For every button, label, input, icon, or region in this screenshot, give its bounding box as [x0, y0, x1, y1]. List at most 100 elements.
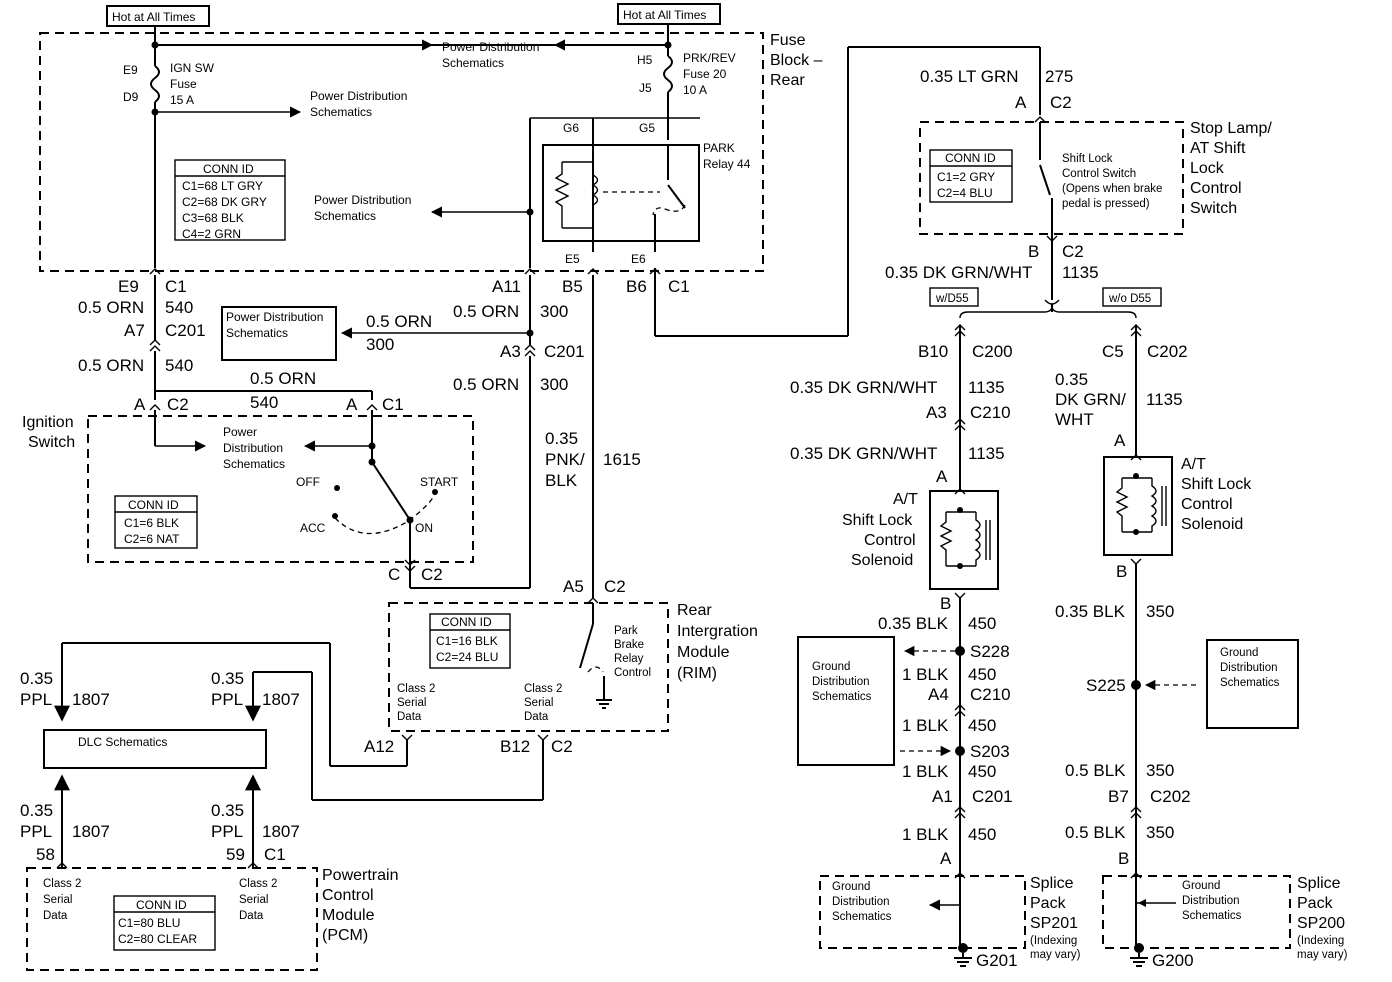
ign-pin-a2: A — [346, 395, 358, 414]
rim-conn-2: C2=24 BLU — [436, 650, 498, 664]
left-gds-2: Distribution — [812, 676, 870, 688]
ign-title-1: Ignition — [22, 414, 74, 431]
left-blk-3: 1 BLK — [902, 762, 949, 781]
splice-pack-sp200-box — [1102, 875, 1291, 949]
left-conn-c210: C210 — [970, 403, 1011, 422]
sp200-title-2: Pack — [1297, 895, 1334, 912]
left-w450-num-5: 450 — [968, 825, 996, 844]
pcm-title-2: Control — [322, 887, 374, 904]
pcm-conn-c1: C1 — [264, 845, 286, 864]
splice-s228 — [955, 646, 965, 656]
pcm-title-3: Module — [322, 907, 375, 924]
sp201-gds-1: Ground — [832, 881, 870, 893]
stop-conn-title: CONN ID — [945, 151, 996, 165]
pcm-pin-58: 58 — [36, 845, 55, 864]
pcm-cs-a1: Class 2 — [43, 878, 81, 890]
ign-pos-off: OFF — [296, 475, 320, 489]
stop-pin-a: A — [1015, 93, 1027, 112]
rim-title-1: Rear — [677, 602, 712, 619]
rim-conn-id — [429, 613, 511, 669]
sp200-title-3: SP200 — [1297, 915, 1345, 932]
right-sol-4: Solenoid — [1181, 516, 1243, 533]
conn-c201: C201 — [165, 321, 206, 340]
dlc-schematics-box — [43, 729, 267, 769]
stop-switch-4: pedal is pressed) — [1062, 198, 1150, 210]
pin-c1: C1 — [165, 277, 187, 296]
fb-conn-c1: C1=68 LT GRY — [182, 179, 263, 193]
ign-pos-start: START — [420, 475, 459, 489]
dlc-w2-num: 1807 — [262, 690, 300, 709]
wire-1615-g2: PNK/ — [545, 450, 585, 469]
right-solenoid-resistor — [1115, 478, 1129, 532]
opt-wd55-box — [929, 287, 979, 307]
rim-title-3: Module — [677, 644, 730, 661]
ign-sw-fuse-word: Fuse — [170, 77, 197, 91]
ign-conn-2: C2=6 NAT — [124, 532, 180, 546]
fuse-block-title-2: Block – — [770, 52, 823, 69]
rim-conn-c2: C2 — [604, 577, 626, 596]
ign-pd-1: Power — [223, 425, 257, 439]
rim-pb-3: Relay — [614, 653, 644, 665]
ign-pos-on: ON — [415, 521, 433, 535]
wire-300-num-2: 300 — [540, 375, 568, 394]
wire-275-gauge: 0.35 LT GRN — [920, 67, 1019, 86]
stop-conn-2: C2=4 BLU — [937, 186, 993, 200]
rim-cs-a2: Serial — [397, 697, 426, 709]
fuse-pin-j5: J5 — [639, 81, 652, 95]
prk-rev-fuse-amps: 10 A — [683, 83, 707, 97]
stop-title-4: Control — [1190, 180, 1242, 197]
left-pin-b: B — [940, 594, 951, 613]
left-conn-c200: C200 — [972, 342, 1013, 361]
wire-300-num-horiz: 300 — [366, 335, 394, 354]
left-conn-c201: C201 — [972, 787, 1013, 806]
fuse-block-conn-id — [174, 159, 286, 241]
stop-lamp-switch-box — [919, 121, 1184, 235]
left-w450-gauge: 0.35 BLK — [878, 614, 949, 633]
right-gds-3: Schematics — [1220, 677, 1280, 689]
left-w1135-num: 1135 — [968, 378, 1005, 397]
stop-title-2: AT Shift — [1190, 140, 1246, 157]
pcm-conn-1: C1=80 BLU — [118, 916, 180, 930]
rim-cs-a1: Class 2 — [397, 683, 435, 695]
left-pin-a4: A4 — [928, 685, 949, 704]
rim-pb-2: Brake — [614, 639, 644, 651]
wire-540-num-2: 540 — [165, 356, 193, 375]
fb-conn-title: CONN ID — [203, 162, 254, 176]
right-gds-1: Ground — [1220, 647, 1258, 659]
sp200-title-5: may vary) — [1297, 949, 1348, 961]
wire-1615-g3: BLK — [545, 471, 578, 490]
right-w350-gauge: 0.35 BLK — [1055, 602, 1126, 621]
pcm-w2-num: 1807 — [262, 822, 300, 841]
left-sol-4: Solenoid — [851, 552, 913, 569]
left-gds-1: Ground — [812, 661, 850, 673]
splice-s203 — [955, 746, 965, 756]
wire-300-gauge: 0.5 ORN — [453, 302, 519, 321]
shift-lock-switch-contact — [1039, 164, 1051, 196]
rim-pin-a5: A5 — [563, 577, 584, 596]
ign-conn-id — [114, 495, 198, 549]
right-w-g2: DK GRN/ — [1055, 390, 1126, 409]
pds-label-relay-2: Schematics — [314, 209, 376, 223]
sp200-title-4: (Indexing — [1297, 935, 1344, 947]
left-pin-a-2: A — [940, 849, 952, 868]
wire-300-gauge-horiz: 0.5 ORN — [366, 312, 432, 331]
ign-pd-2: Distribution — [223, 441, 283, 455]
stop-title-5: Switch — [1190, 200, 1237, 217]
left-s203: S203 — [970, 742, 1010, 761]
ground-g200: G200 — [1152, 951, 1194, 970]
stop-switch-2: Control Switch — [1062, 168, 1136, 180]
relay-number: Relay 44 — [703, 157, 751, 171]
prk-rev-fuse-num: Fuse 20 — [683, 67, 727, 81]
pcm-conn-title: CONN ID — [136, 898, 187, 912]
pcm-w2-ppl: PPL — [211, 822, 243, 841]
left-solenoid-coil — [974, 512, 981, 566]
prk-rev-fuse-name: PRK/REV — [683, 51, 736, 65]
ign-wire-gauge: 0.5 ORN — [250, 369, 316, 388]
left-solenoid-resistor — [939, 512, 953, 566]
wire-1615-num: 1615 — [603, 450, 641, 469]
right-w-num: 1135 — [1146, 390, 1183, 409]
dlc-w2-ppl: PPL — [211, 690, 243, 709]
sp201-title-1: Splice — [1030, 875, 1074, 892]
park-relay-box — [542, 144, 700, 242]
